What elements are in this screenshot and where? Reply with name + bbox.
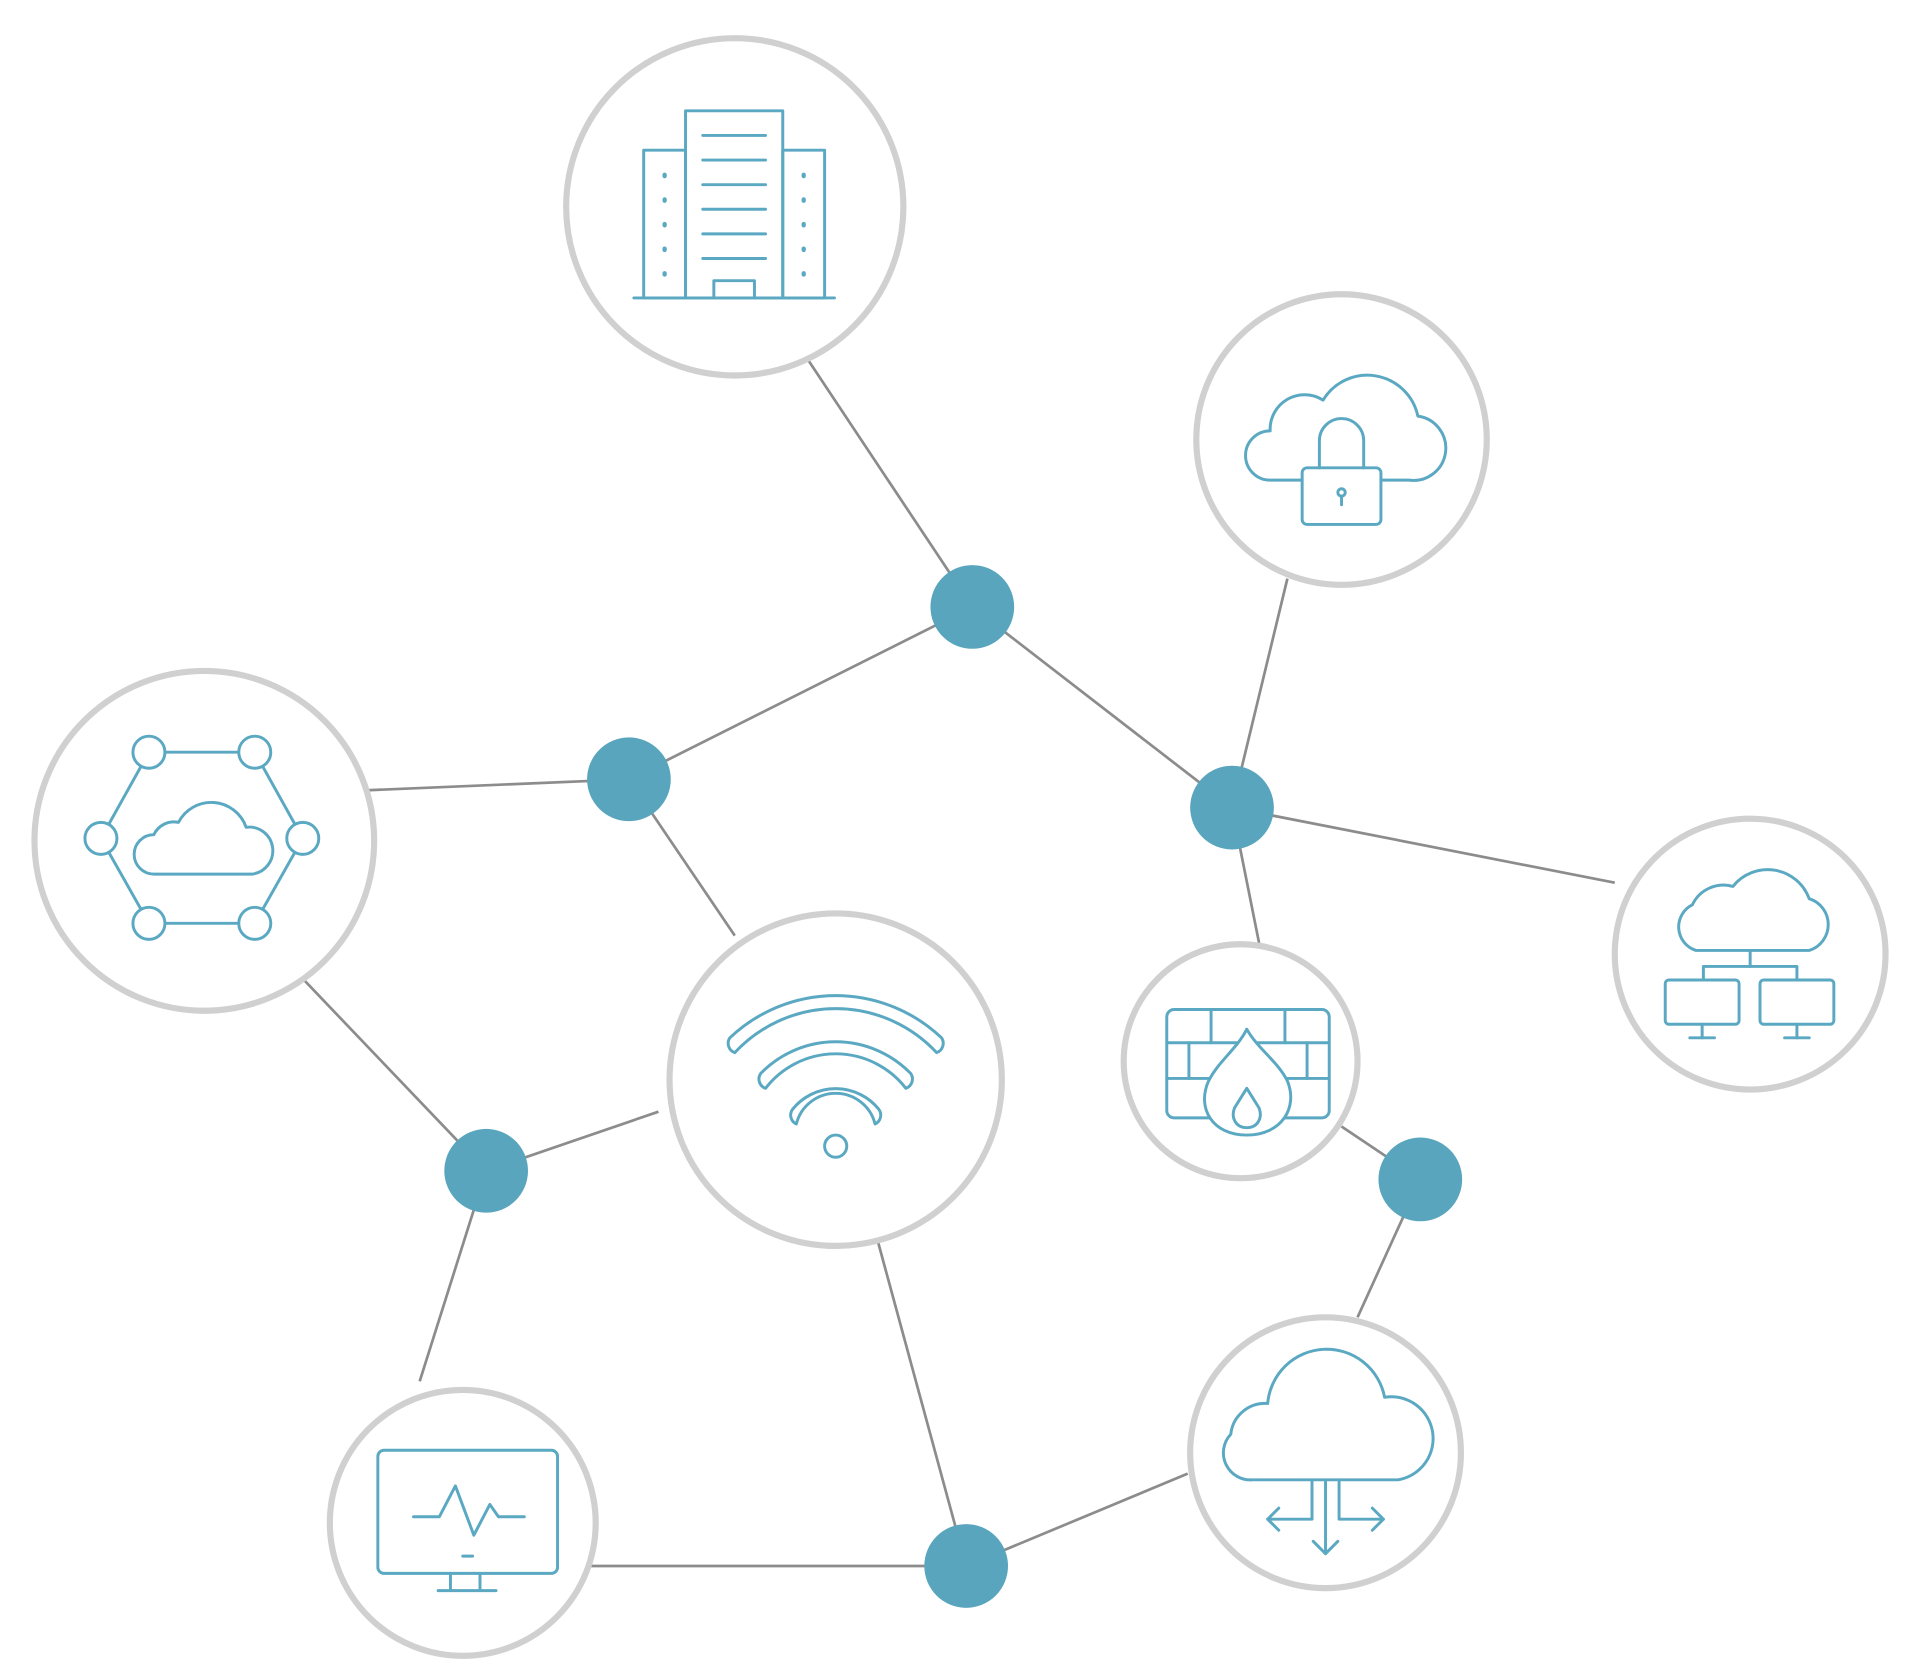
hub-1 — [930, 565, 1015, 649]
link-hub1-hub3 — [971, 605, 1233, 809]
office-building-icon — [632, 109, 836, 300]
cloud-lock-icon — [1244, 373, 1448, 526]
node-monitor — [326, 1386, 599, 1659]
node-wifi — [666, 910, 1005, 1249]
cloud-hexagon-network-icon — [83, 734, 321, 941]
node-firewall — [1120, 941, 1361, 1182]
node-cloud-distribute — [1187, 1314, 1464, 1592]
link-wifi-hub6 — [873, 1230, 968, 1567]
link-hub3-cloudnetwork — [1231, 806, 1616, 885]
hub-5 — [1378, 1137, 1463, 1222]
node-building — [563, 35, 907, 379]
node-cloud-mesh — [31, 667, 378, 1014]
cloud-computers-icon — [1663, 868, 1836, 1040]
hubs — [444, 565, 1463, 1608]
node-cloud-network — [1611, 815, 1889, 1093]
link-building-hub1 — [805, 356, 974, 608]
hub-3 — [1190, 765, 1274, 850]
wifi-icon — [726, 994, 945, 1159]
hub-2 — [587, 737, 671, 822]
link-cloudmesh-hub4 — [301, 977, 488, 1172]
link-cloudmesh-hub2 — [364, 777, 629, 792]
node-cloud-lock — [1193, 291, 1490, 588]
cloud-arrows-icon — [1221, 1347, 1435, 1556]
monitor-heartbeat-icon — [376, 1448, 560, 1593]
hub-4 — [444, 1128, 528, 1213]
link-hub1-hub2 — [628, 605, 973, 781]
hub-6 — [924, 1524, 1008, 1608]
firewall-icon — [1165, 1008, 1331, 1137]
